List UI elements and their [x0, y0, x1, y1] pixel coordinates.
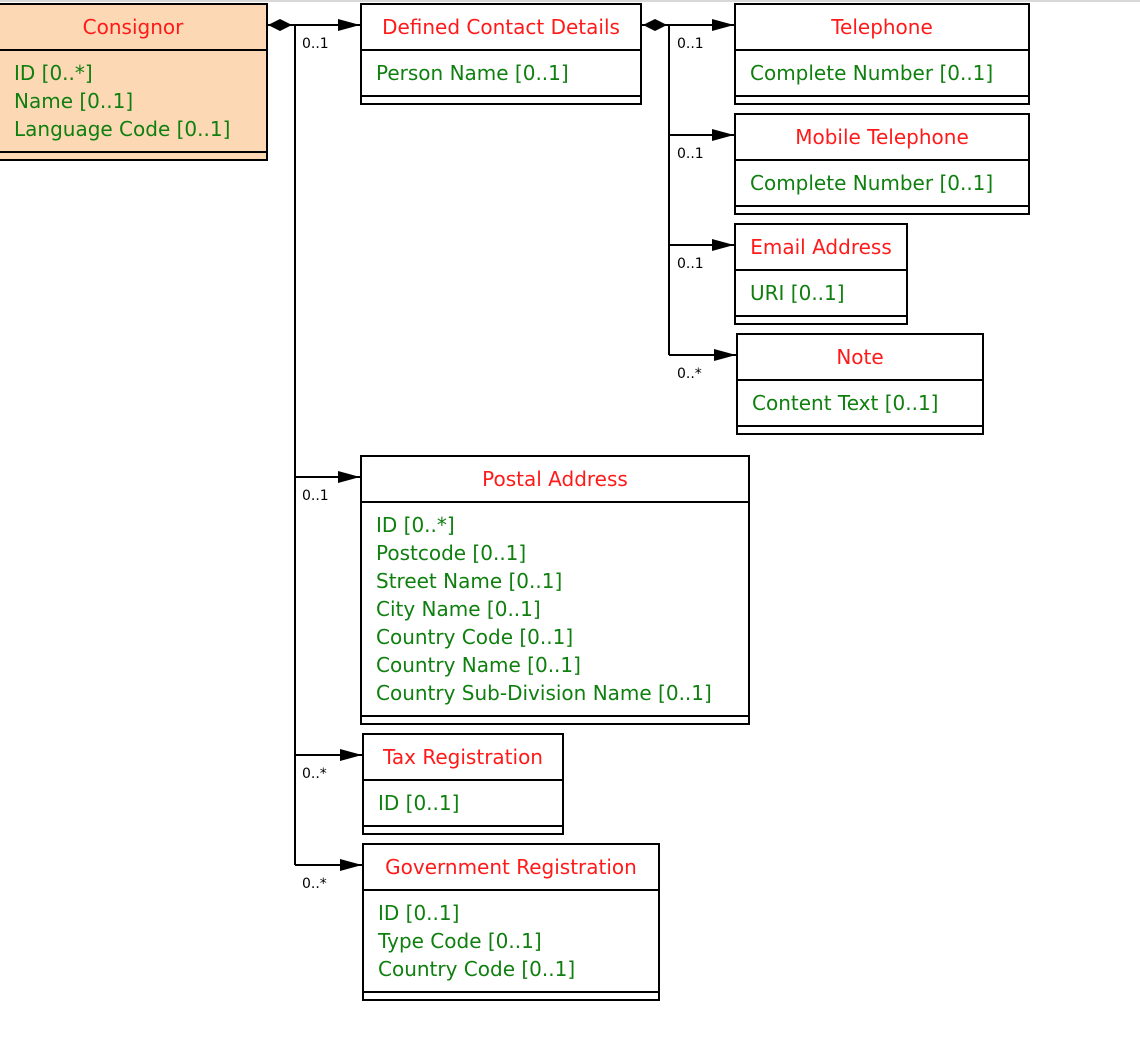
attribute-list: ID [0..1] Type Code [0..1] Country Code …	[364, 891, 658, 993]
arrow-telephone-icon	[712, 19, 734, 31]
attribute: Name [0..1]	[14, 89, 134, 113]
attribute: Complete Number [0..1]	[750, 61, 994, 85]
attribute: ID [0..1]	[378, 791, 460, 815]
consignor-diamond-icon	[268, 19, 292, 31]
class-title: Tax Registration	[364, 735, 562, 781]
multiplicity-tax: 0..*	[302, 766, 327, 782]
class-title: Government Registration	[364, 845, 658, 891]
attribute: URI [0..1]	[750, 281, 845, 305]
class-title: Consignor	[0, 5, 266, 51]
class-postal-address[interactable]: Postal Address ID [0..*] Postcode [0..1]…	[360, 455, 750, 725]
attribute-list: Content Text [0..1]	[738, 381, 982, 427]
class-title: Email Address	[736, 225, 906, 271]
attribute: ID [0..*]	[14, 61, 93, 85]
attribute: Country Sub-Division Name [0..1]	[376, 681, 712, 705]
attribute: ID [0..1]	[378, 901, 460, 925]
class-title: Mobile Telephone	[736, 115, 1028, 161]
class-title: Note	[738, 335, 982, 381]
multiplicity-mobile: 0..1	[677, 146, 704, 162]
multiplicity-note: 0..*	[677, 366, 702, 382]
top-border	[0, 0, 1140, 2]
class-defined-contact-details[interactable]: Defined Contact Details Person Name [0..…	[360, 3, 642, 105]
attribute-list: Person Name [0..1]	[362, 51, 640, 97]
class-title: Defined Contact Details	[362, 5, 640, 51]
attribute: Type Code [0..1]	[378, 929, 542, 953]
class-consignor[interactable]: Consignor ID [0..*] Name [0..1] Language…	[0, 3, 268, 161]
arrow-tax-icon	[340, 749, 362, 761]
attribute: Person Name [0..1]	[376, 61, 569, 85]
arrow-note-icon	[714, 349, 736, 361]
arrow-mobile-icon	[712, 129, 734, 141]
attribute-list: ID [0..*] Name [0..1] Language Code [0..…	[0, 51, 266, 153]
multiplicity-telephone: 0..1	[677, 36, 704, 52]
class-government-registration[interactable]: Government Registration ID [0..1] Type C…	[362, 843, 660, 1001]
class-note[interactable]: Note Content Text [0..1]	[736, 333, 984, 435]
arrow-gov-icon	[340, 859, 362, 871]
class-email-address[interactable]: Email Address URI [0..1]	[734, 223, 908, 325]
class-title: Telephone	[736, 5, 1028, 51]
multiplicity-defined-contact: 0..1	[302, 36, 329, 52]
arrow-email-icon	[712, 239, 734, 251]
arrow-postal-icon	[338, 471, 360, 483]
attribute-list: ID [0..*] Postcode [0..1] Street Name [0…	[362, 503, 748, 717]
attribute: ID [0..*]	[376, 513, 455, 537]
attribute-list: URI [0..1]	[736, 271, 906, 317]
attribute: Language Code [0..1]	[14, 117, 231, 141]
attribute: Country Code [0..1]	[376, 625, 574, 649]
multiplicity-postal: 0..1	[302, 488, 329, 504]
multiplicity-gov: 0..*	[302, 876, 327, 892]
contact-trunk-line	[641, 24, 670, 355]
attribute: City Name [0..1]	[376, 597, 541, 621]
attribute: Content Text [0..1]	[752, 391, 939, 415]
contact-diamond-icon	[643, 19, 667, 31]
class-mobile-telephone[interactable]: Mobile Telephone Complete Number [0..1]	[734, 113, 1030, 215]
attribute: Country Name [0..1]	[376, 653, 581, 677]
class-tax-registration[interactable]: Tax Registration ID [0..1]	[362, 733, 564, 835]
attribute: Street Name [0..1]	[376, 569, 563, 593]
consignor-trunk-line	[268, 24, 296, 865]
attribute: Complete Number [0..1]	[750, 171, 994, 195]
attribute-list: Complete Number [0..1]	[736, 51, 1028, 97]
attribute: Country Code [0..1]	[378, 957, 576, 981]
attribute: Postcode [0..1]	[376, 541, 527, 565]
arrow-defined-contact-icon	[338, 19, 360, 31]
multiplicity-email: 0..1	[677, 256, 704, 272]
attribute-list: Complete Number [0..1]	[736, 161, 1028, 207]
class-title: Postal Address	[362, 457, 748, 503]
attribute-list: ID [0..1]	[364, 781, 562, 827]
class-telephone[interactable]: Telephone Complete Number [0..1]	[734, 3, 1030, 105]
